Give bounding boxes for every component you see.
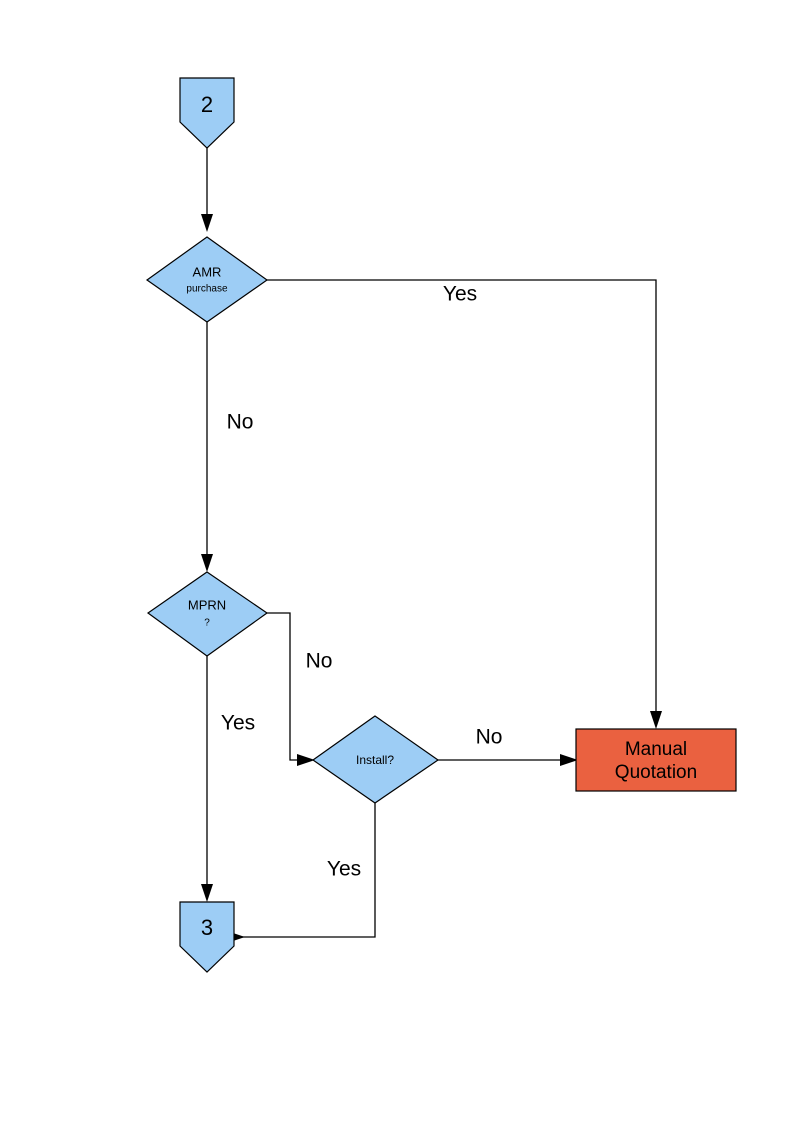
arrow-head-icon — [560, 754, 578, 766]
edge-start-to-amr — [201, 148, 213, 232]
connector-label: 3 — [201, 915, 213, 940]
node-manual-quotation[interactable]: Manual Quotation — [575, 728, 737, 792]
edge-mprn-no-to-install — [267, 612, 315, 766]
edge-mprn-yes-to-end — [201, 656, 213, 902]
node-mprn-decision[interactable]: MPRN ? — [146, 571, 269, 657]
arrow-head-icon — [297, 754, 315, 766]
node-end-connector[interactable]: 3 — [179, 901, 235, 973]
decision-shape — [145, 236, 269, 323]
node-install-decision[interactable]: Install? — [311, 715, 440, 804]
edge-label-install-no: No — [476, 726, 503, 749]
edge-label-install-yes: Yes — [327, 858, 361, 881]
arrow-head-icon — [201, 884, 213, 902]
connector-label: 2 — [201, 92, 213, 117]
edge-amr-no-to-mprn — [201, 322, 213, 572]
edge-label-amr-no: No — [227, 411, 254, 434]
edge-label-amr-yes: Yes — [443, 283, 477, 306]
manual-quotation-label-line1: Manual — [625, 739, 687, 760]
install-decision-label: Install? — [356, 753, 394, 767]
manual-quotation-label-line2: Quotation — [615, 762, 697, 783]
mprn-decision-label-line2: ? — [204, 618, 210, 629]
arrow-head-icon — [650, 711, 662, 729]
amr-decision-label-line2: purchase — [186, 284, 228, 295]
connector-shape — [179, 77, 235, 149]
decision-shape — [311, 715, 440, 804]
edge-label-mprn-yes: Yes — [221, 712, 255, 735]
edge-amr-yes-to-manual-quotation — [267, 279, 662, 729]
node-amr-decision[interactable]: AMR purchase — [145, 236, 269, 323]
amr-decision-label-line1: AMR — [193, 264, 222, 279]
edge-install-no-to-manual-quotation — [438, 754, 578, 766]
decision-shape — [146, 571, 269, 657]
edge-label-mprn-no: No — [306, 650, 333, 673]
mprn-decision-label-line1: MPRN — [188, 597, 226, 612]
arrow-head-icon — [201, 214, 213, 232]
connector-shape — [179, 901, 235, 973]
process-shape — [575, 728, 737, 792]
node-start-connector[interactable]: 2 — [179, 77, 235, 149]
arrow-head-icon — [201, 554, 213, 572]
